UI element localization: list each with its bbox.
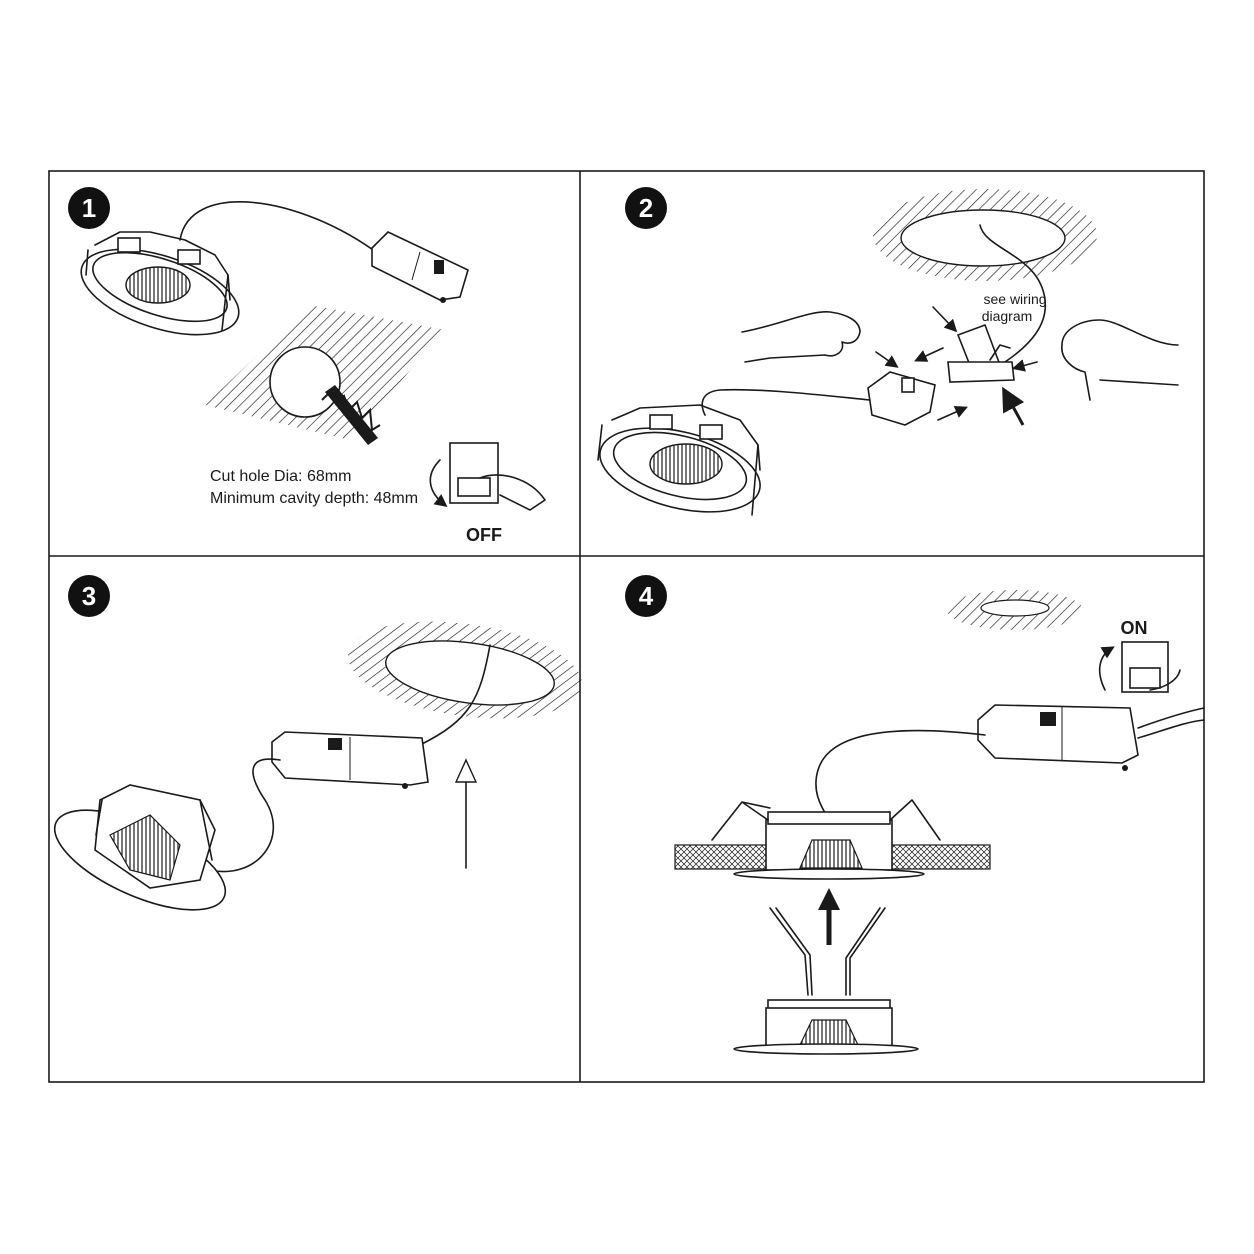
off-label: OFF (466, 525, 502, 545)
downlight-fixture (80, 231, 240, 336)
push-up-arrow-icon (818, 888, 840, 945)
up-arrow-icon (454, 758, 478, 869)
fixture-springs-up (733, 907, 919, 1055)
driver-box (867, 371, 936, 426)
panel-3 (53, 621, 583, 911)
wiring-note-line2: diagram (982, 308, 1033, 324)
rotate-arrow-icon (429, 459, 448, 507)
cavity-depth-label: Minimum cavity depth: 48mm (210, 490, 418, 507)
terminal-block (947, 323, 1015, 383)
downlight-fixture (53, 784, 227, 911)
panel-4: ON (674, 590, 1205, 1055)
on-label: ON (1121, 618, 1148, 638)
push-arrows (875, 306, 1038, 426)
driver-box (371, 231, 469, 303)
hand-left (741, 311, 861, 363)
mains-cables (1137, 707, 1205, 739)
cut-hole-label: Cut hole Dia: 68mm (210, 468, 351, 485)
step-number: 1 (82, 193, 96, 223)
mains-cable (979, 224, 1047, 363)
step-badge-1: 1 (68, 187, 110, 229)
saw-icon (321, 385, 381, 445)
switch-off (429, 442, 546, 511)
driver-box (271, 731, 429, 789)
step-number: 2 (639, 193, 653, 223)
step-badge-3: 3 (68, 575, 110, 617)
panel-2: see wiring diagram (597, 189, 1179, 516)
step-number: 4 (639, 581, 654, 611)
ceiling-hole (947, 590, 1083, 630)
wiring-note-line1: see wiring (983, 291, 1046, 307)
hand-right (1061, 319, 1179, 401)
ceiling-hole (347, 621, 583, 719)
switch-on (1098, 641, 1181, 693)
cable (179, 201, 381, 256)
rotate-arrow-icon (1098, 646, 1115, 691)
cable (209, 758, 281, 873)
step-badge-2: 2 (625, 187, 667, 229)
step-number: 3 (82, 581, 96, 611)
ceiling-hole (205, 305, 445, 440)
panel-grid (48, 170, 1205, 1083)
driver-box (977, 704, 1139, 771)
panel-1: Cut hole Dia: 68mm Minimum cavity depth:… (80, 201, 546, 545)
mains-cable (419, 644, 491, 746)
cable (701, 388, 871, 416)
cable (815, 729, 986, 819)
downlight-fixture (597, 404, 761, 516)
installed-fixture (711, 799, 941, 880)
step-badge-4: 4 (625, 575, 667, 617)
